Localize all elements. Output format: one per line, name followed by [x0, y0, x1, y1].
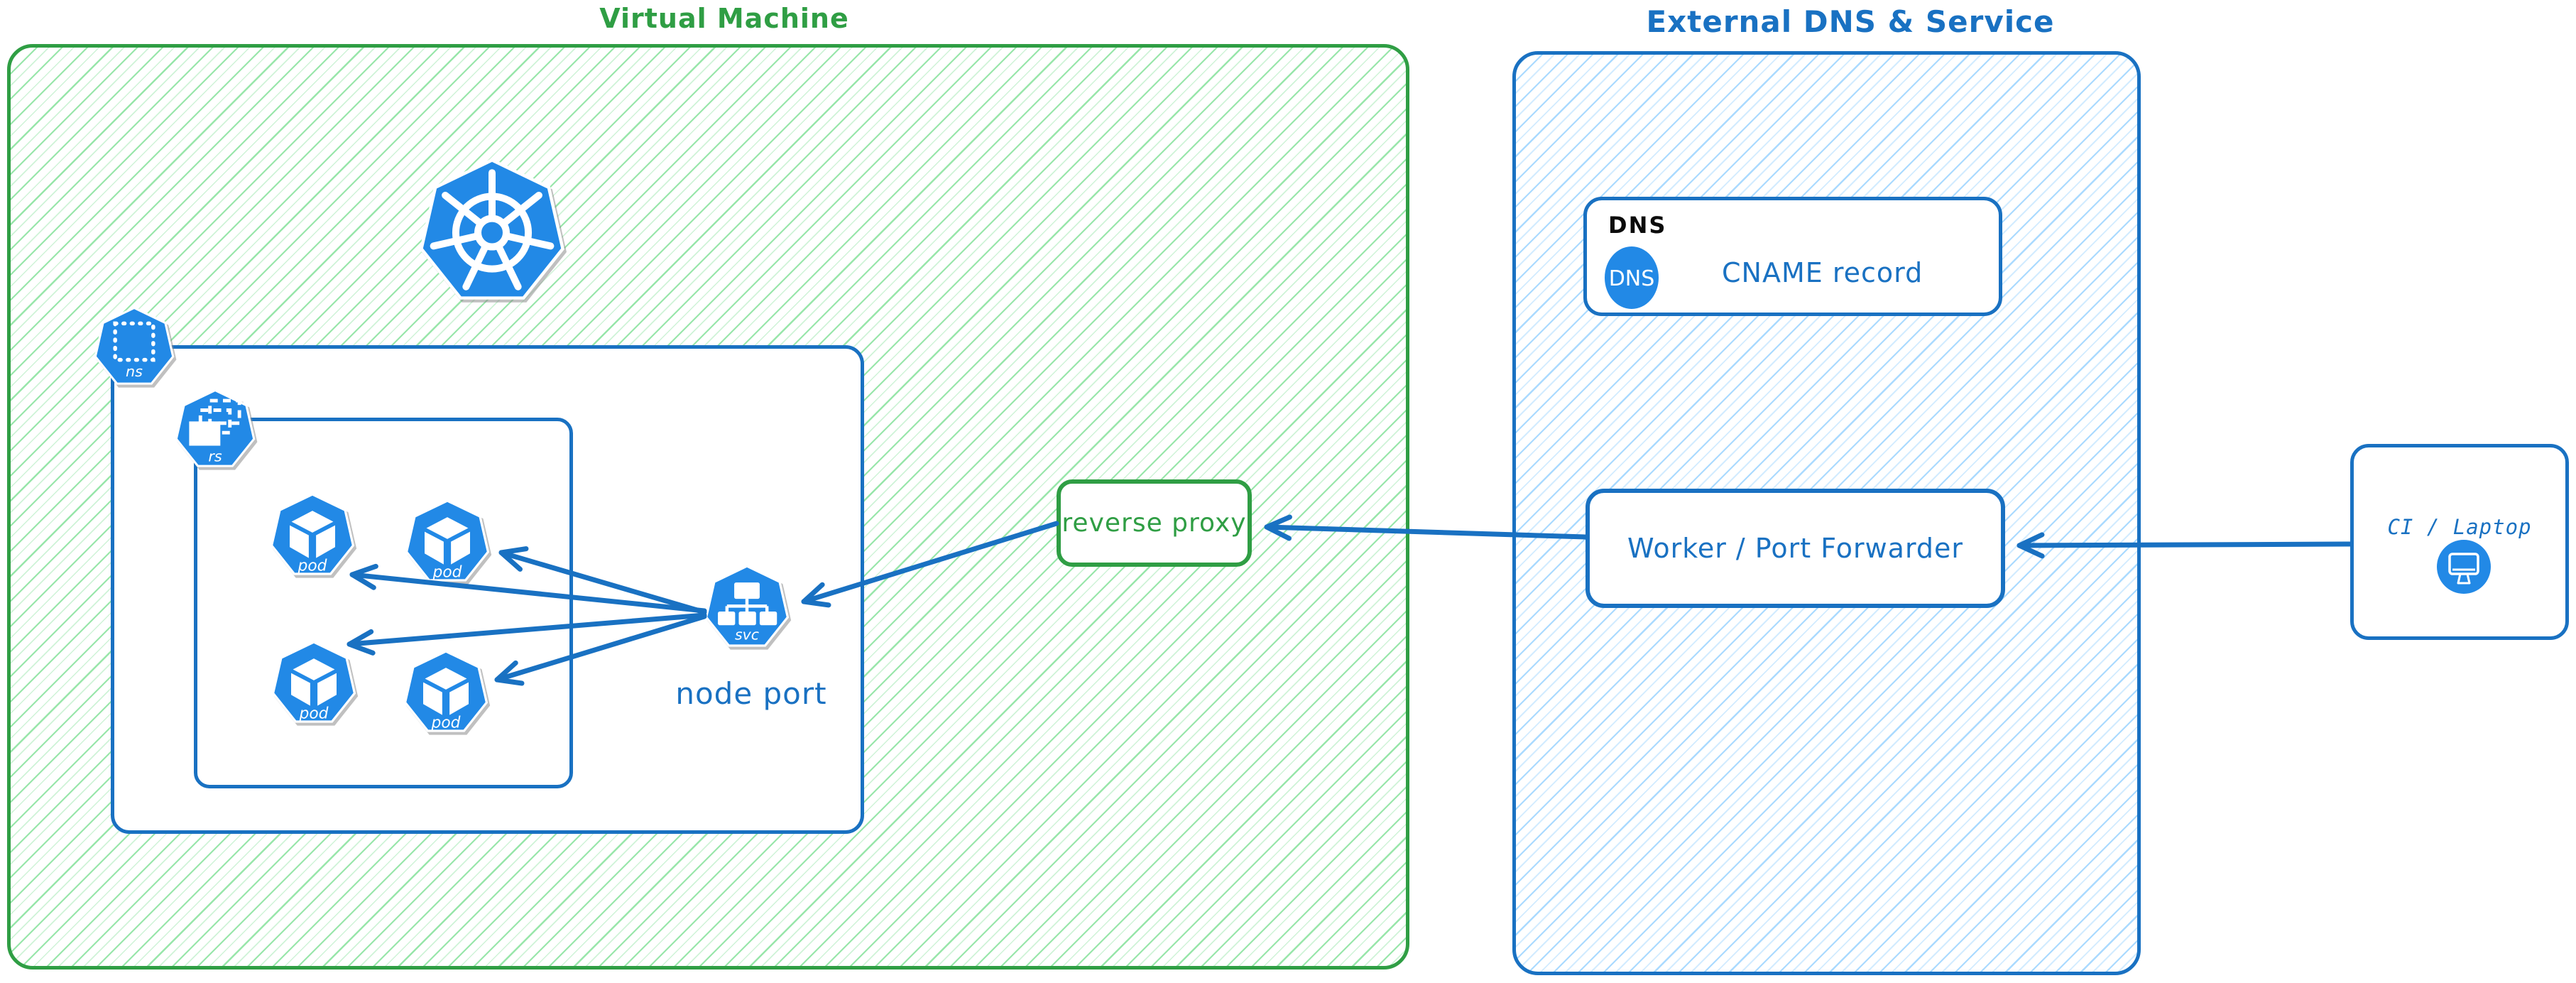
pod-icon [270, 493, 355, 575]
pod-label: pod [298, 558, 327, 575]
dns-record-box: DNS DNS CNAME record [1583, 197, 2002, 316]
pod-node: pod [267, 492, 358, 587]
node-port-label: node port [675, 676, 827, 711]
replicaset-badge-icon: rs [172, 388, 258, 479]
pod-node: pod [402, 499, 493, 593]
pod-node: pod [268, 640, 359, 734]
pod-label: pod [431, 715, 461, 732]
dns-tag-label: DNS [1608, 212, 1667, 239]
worker-box: Worker / Port Forwarder [1586, 489, 2005, 608]
cname-record-label: CNAME record [1722, 257, 1923, 288]
kubernetes-logo-icon [410, 157, 574, 317]
replicaset-badge-label: rs [208, 447, 222, 465]
vm-title: Virtual Machine [599, 3, 849, 34]
pod-icon [403, 650, 489, 732]
worker-label: Worker / Port Forwarder [1627, 533, 1964, 564]
ci-laptop-box: CI / Laptop [2350, 444, 2569, 640]
reverse-proxy-box: reverse proxy [1057, 479, 1252, 567]
dns-circle-label: DNS [1609, 266, 1655, 291]
service-badge-label: svc [735, 626, 759, 643]
reverse-proxy-label: reverse proxy [1061, 509, 1247, 538]
ci-laptop-label: CI / Laptop [2387, 515, 2532, 539]
service-node: svc [702, 564, 792, 658]
monitor-icon [2436, 539, 2492, 597]
pod-icon [271, 641, 356, 723]
dns-circle-icon: DNS [1604, 246, 1659, 313]
external-title: External DNS & Service [1646, 4, 2055, 39]
namespace-badge-label: ns [126, 363, 143, 380]
namespace-badge-icon: ns [91, 305, 178, 396]
pod-label: pod [299, 705, 329, 723]
pod-node: pod [400, 649, 491, 744]
pod-label: pod [432, 564, 462, 582]
